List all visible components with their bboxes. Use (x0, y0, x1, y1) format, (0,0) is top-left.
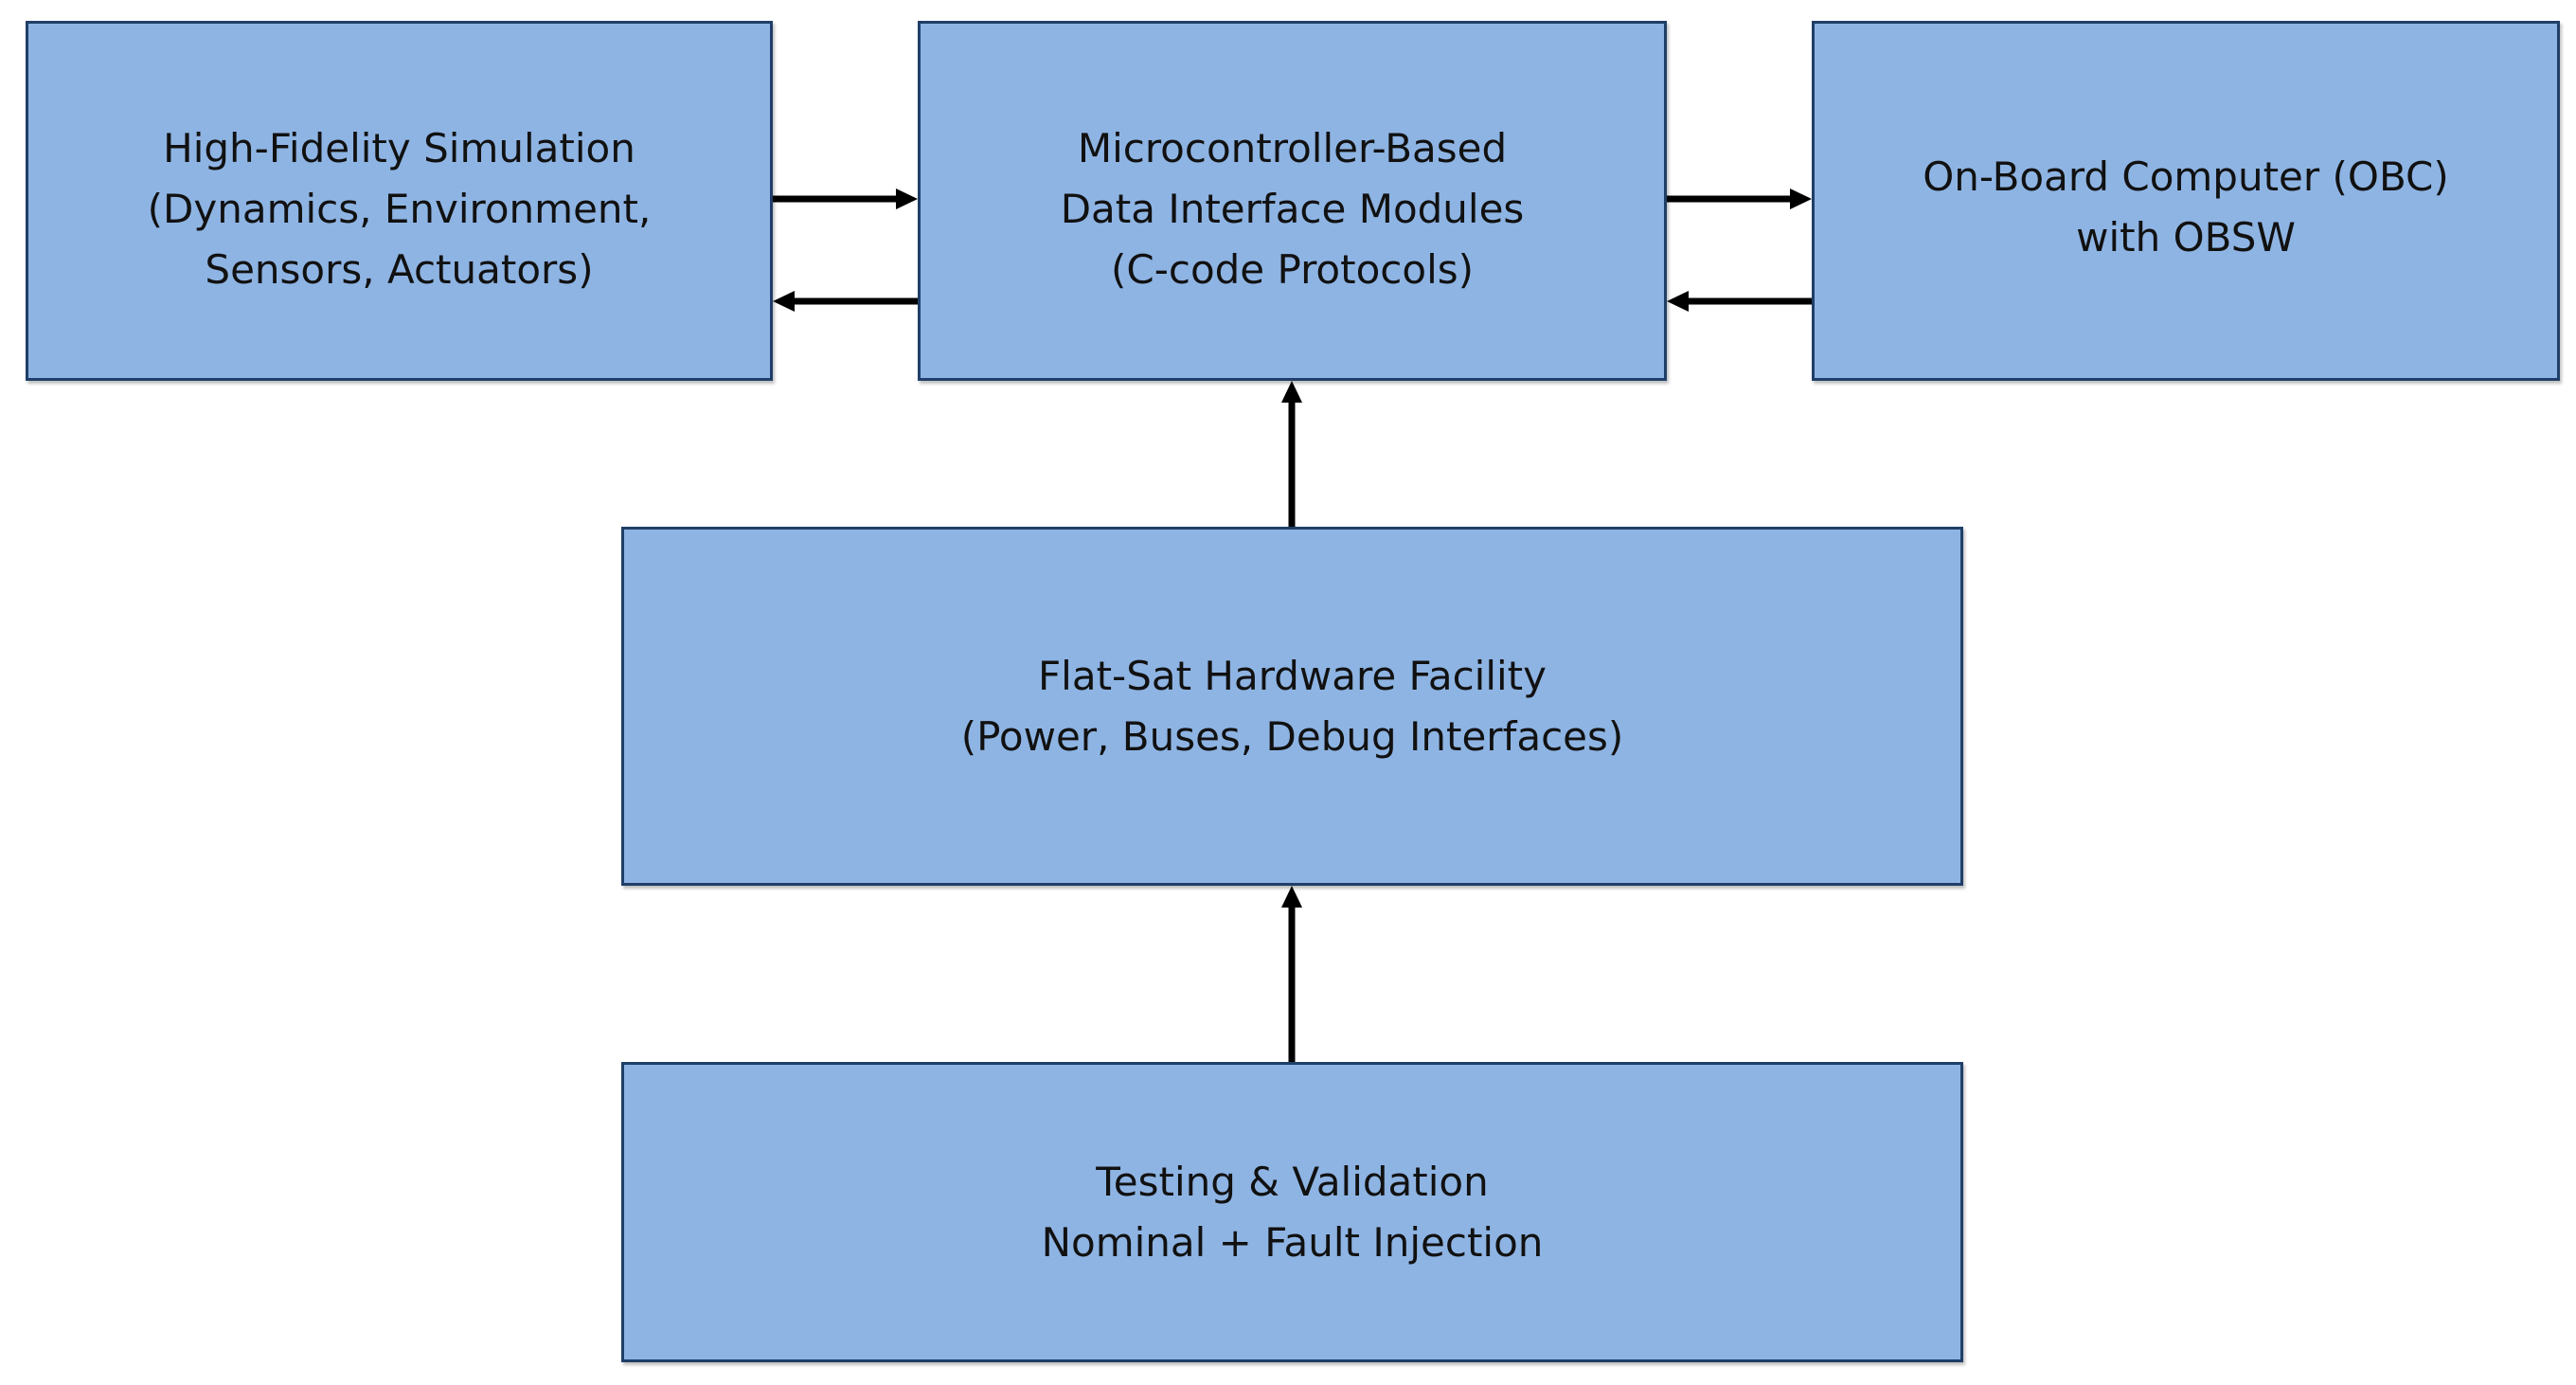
arrowhead-interface-to-obc (1790, 189, 1812, 209)
interface-title-line-2: Data Interface Modules (1060, 186, 1525, 232)
flatsat-title: Flat-Sat Hardware Facility (1038, 653, 1547, 699)
arrowhead-interface-to-sim (773, 291, 795, 312)
arrowhead-obc-to-interface (1667, 291, 1689, 312)
simulation-title: High-Fidelity Simulation (163, 125, 635, 171)
testing-title: Testing & Validation (1096, 1159, 1489, 1205)
arrowhead-sim-to-interface (896, 189, 918, 209)
simulation-box: High-Fidelity Simulation (Dynamics, Envi… (26, 21, 773, 381)
flatsat-box: Flat-Sat Hardware Facility (Power, Buses… (621, 527, 1963, 886)
interface-modules-box: Microcontroller-Based Data Interface Mod… (918, 21, 1667, 381)
obc-box: On-Board Computer (OBC) with OBSW (1812, 21, 2560, 381)
simulation-detail-line-2: Sensors, Actuators) (205, 246, 594, 293)
testing-box: Testing & Validation Nominal + Fault Inj… (621, 1062, 1963, 1362)
obc-detail: with OBSW (2076, 214, 2296, 261)
arrowhead-testing-to-flatsat (1281, 886, 1302, 908)
simulation-detail-line-1: (Dynamics, Environment, (147, 186, 652, 232)
testing-detail: Nominal + Fault Injection (1041, 1219, 1544, 1266)
interface-title-line-1: Microcontroller-Based (1077, 125, 1508, 171)
arrowhead-flatsat-to-interface (1281, 381, 1302, 403)
flatsat-detail: (Power, Buses, Debug Interfaces) (960, 713, 1624, 760)
interface-detail: (C-code Protocols) (1110, 246, 1475, 293)
obc-title: On-Board Computer (OBC) (1923, 153, 2449, 200)
